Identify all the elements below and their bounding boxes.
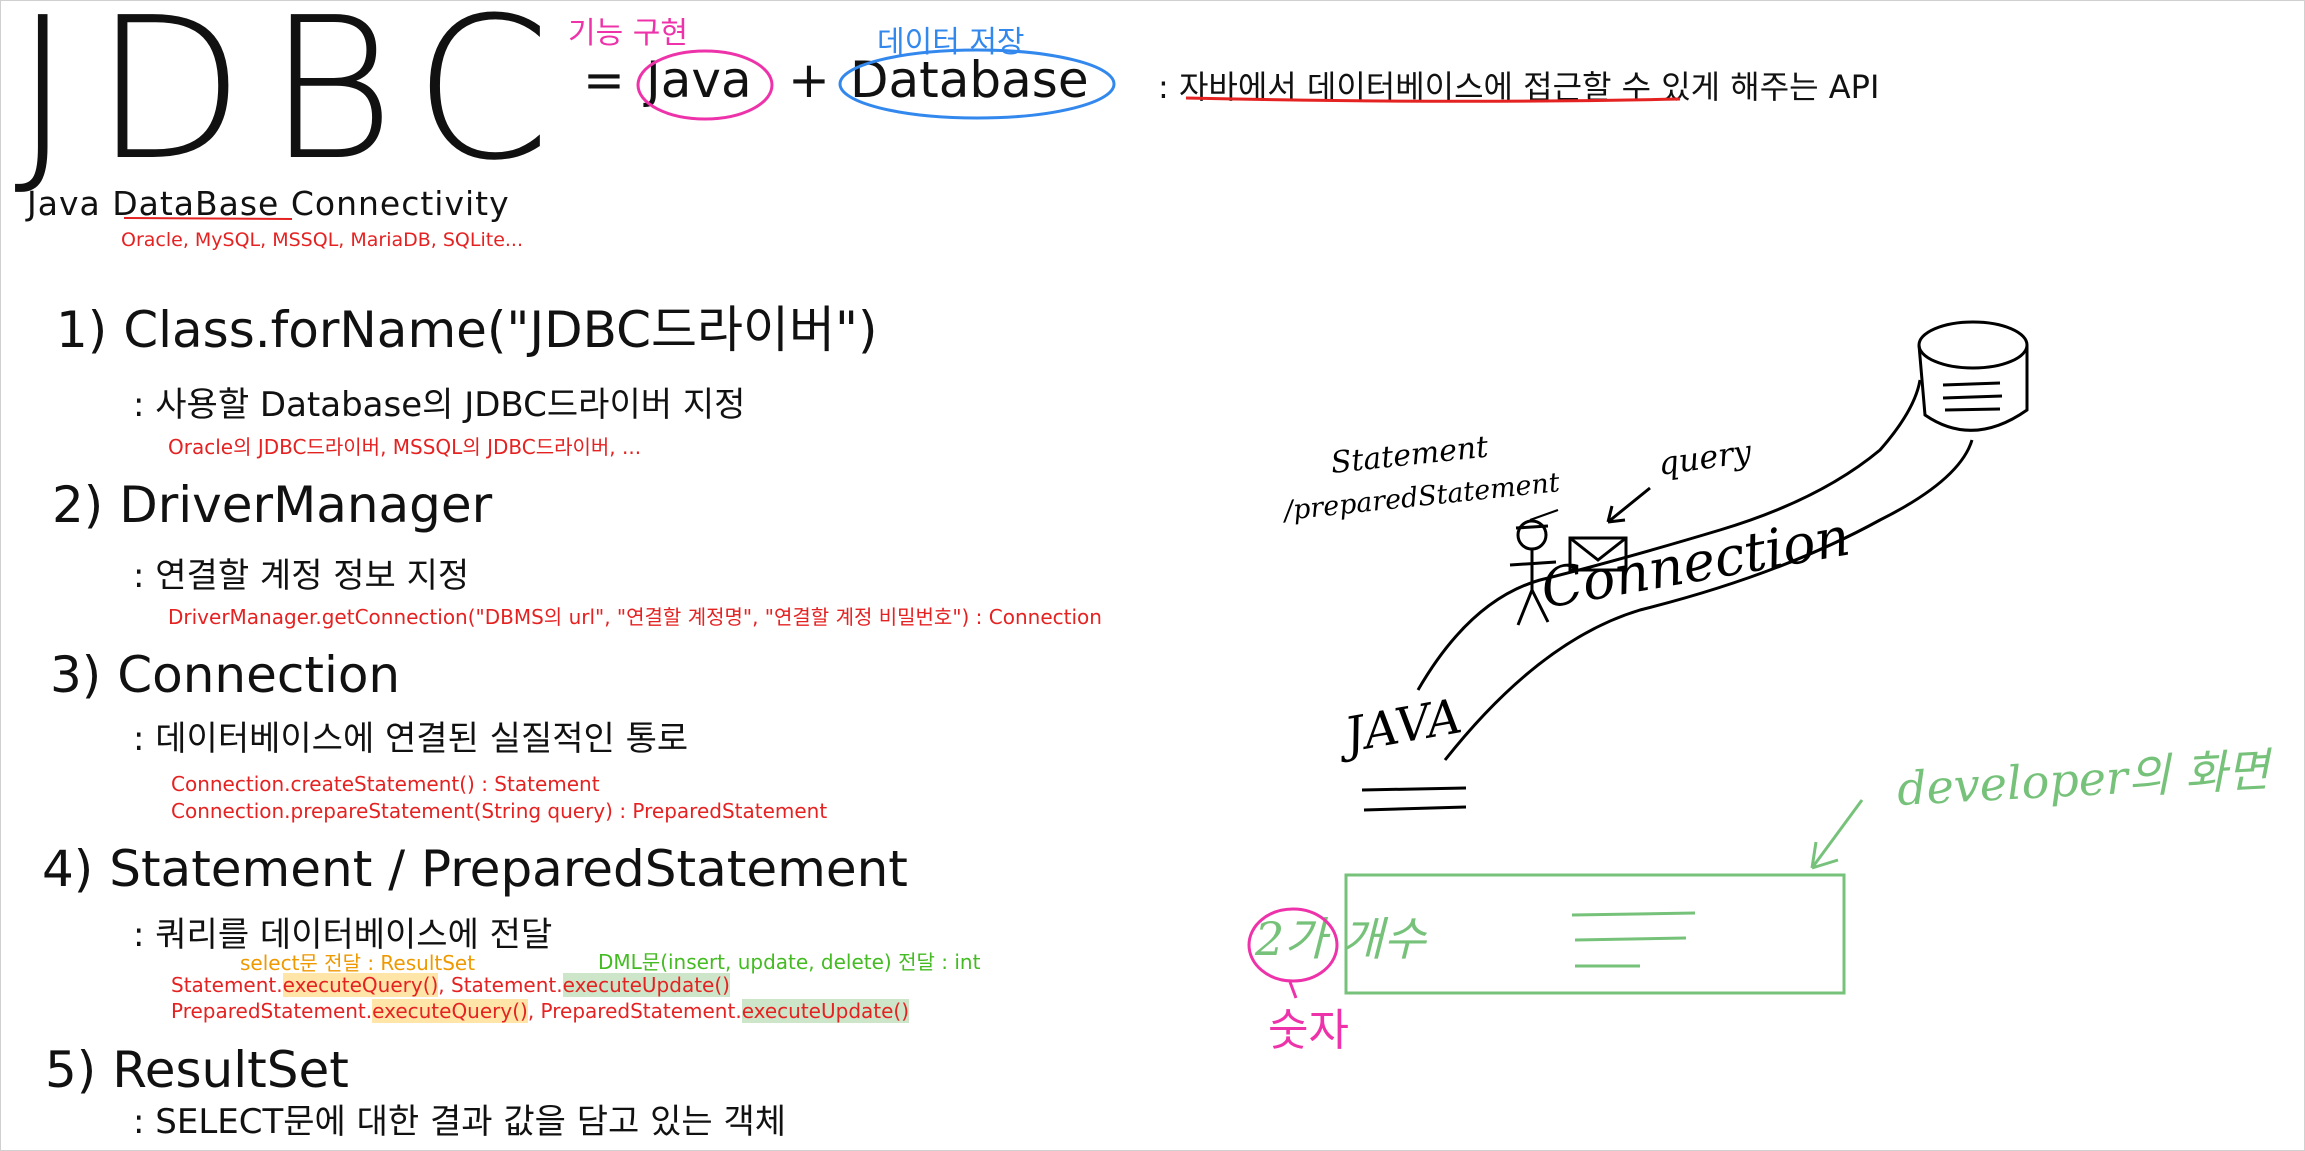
step-1-title: 1) Class.forName("JDBC드라이버") (56, 301, 878, 359)
query-envelope-icon (1568, 486, 1651, 572)
database-ellipse (838, 48, 1116, 120)
number-pointer (1288, 981, 1298, 999)
prepared-statement-label: /preparedStatement (1280, 467, 1562, 527)
query-label: query (1656, 432, 1755, 483)
java-underline (1361, 786, 1467, 812)
java-term: Java (646, 51, 752, 109)
database-cylinder-icon (1917, 320, 2029, 432)
select-note: select문 전달 : ResultSet (240, 951, 476, 975)
number-label: 숫자 (1268, 1005, 1349, 1056)
database-list: Oracle, MySQL, MSSQL, MariaDB, SQLite... (121, 229, 524, 251)
jdbc-full-name: Java DataBase Connectivity (27, 184, 510, 223)
step-1-note: Oracle의 JDBC드라이버, MSSQL의 JDBC드라이버, ... (168, 435, 642, 459)
step-2-note: DriverManager.getConnection("DBMS의 url",… (168, 605, 1102, 629)
connection-pipe-lower (1443, 439, 1974, 761)
developer-arrow (1810, 799, 1864, 870)
step-5-title: 5) ResultSet (45, 1041, 349, 1099)
execute-query-method: executeQuery() (282, 973, 439, 997)
java-annotation: 기능 구현 (568, 16, 688, 51)
statement-pointer (1529, 509, 1559, 521)
jdbc-logo: JDBC (14, 0, 573, 204)
prepared-class-2: , PreparedStatement. (527, 999, 742, 1023)
screen-lines (1571, 911, 1696, 968)
prepared-class-1: PreparedStatement. (171, 999, 373, 1023)
connection-label: Connection (1536, 505, 1854, 621)
step-3-title: 3) Connection (50, 646, 401, 704)
step-4-title: 4) Statement / PreparedStatement (42, 840, 908, 898)
prepared-execute-query-method: executeQuery() (372, 999, 528, 1023)
statement-label: Statement (1329, 430, 1491, 481)
screen-text: 2가 개수 (1254, 912, 1428, 966)
description-underline (1185, 96, 1681, 103)
step-3-note-2: Connection.prepareStatement(String query… (171, 799, 828, 823)
statement-methods-line: Statement.executeQuery(), Statement.exec… (171, 973, 730, 997)
number-circle (1247, 907, 1339, 983)
connection-pipe-upper (1416, 379, 1922, 691)
statement-class-1: Statement. (171, 973, 283, 997)
step-2-title: 2) DriverManager (52, 476, 493, 534)
java-ellipse (636, 49, 774, 121)
step-1-desc: : 사용할 Database의 JDBC드라이버 지정 (133, 385, 746, 425)
database-underline (123, 217, 293, 220)
prepared-methods-line: PreparedStatement.executeQuery(), Prepar… (171, 999, 910, 1023)
step-3-desc: : 데이터베이스에 연결된 실질적인 통로 (133, 719, 689, 759)
statement-class-2: , Statement. (438, 973, 563, 997)
equals-sign: = (583, 51, 625, 109)
statement-figure-icon (1509, 519, 1557, 626)
step-4-desc: : 쿼리를 데이터베이스에 전달 (133, 915, 553, 955)
java-sketch-label: JAVA (1331, 688, 1465, 765)
plus-sign: + (788, 51, 830, 109)
step-5-desc: : SELECT문에 대한 결과 값을 담고 있는 객체 (133, 1102, 787, 1142)
execute-update-method: executeUpdate() (562, 973, 730, 997)
step-2-desc: : 연결할 계정 정보 지정 (133, 556, 470, 596)
developer-screen-box (1344, 873, 1846, 995)
prepared-execute-update-method: executeUpdate() (741, 999, 910, 1023)
database-term: Database (850, 51, 1089, 109)
dml-note: DML문(insert, update, delete) 전달 : int (598, 950, 981, 974)
step-3-note-1: Connection.createStatement() : Statement (171, 772, 600, 796)
developer-label: developer의 화면 (1896, 742, 2276, 816)
